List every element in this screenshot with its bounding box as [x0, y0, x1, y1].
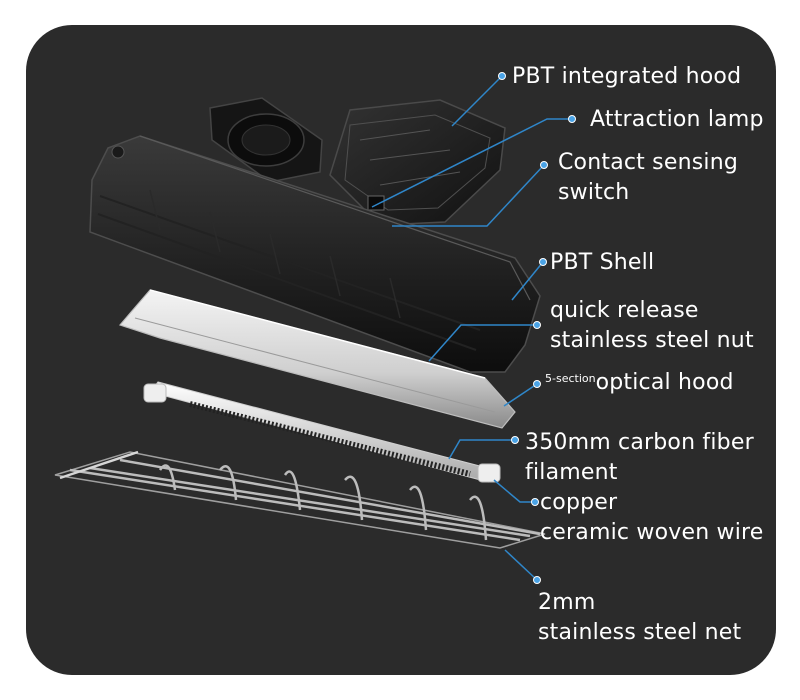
fan-hood-part — [209, 97, 323, 183]
label-copper-line1: copper — [540, 490, 618, 515]
leader-dots — [498, 72, 576, 584]
label-attraction-lamp: Attraction lamp — [590, 107, 764, 132]
label-optical-hood: 5-sectionoptical hood — [545, 368, 734, 398]
label-copper-line2: ceramic woven wire — [540, 520, 764, 545]
label-quick-release-line1: quick release — [550, 298, 699, 323]
label-contact-sensing-switch-line1: Contact sensing — [558, 150, 739, 175]
label-net-line1: 2mm — [538, 590, 596, 615]
label-optical-hood-prefix: 5-section — [545, 372, 596, 385]
leader-lines — [371, 75, 572, 581]
pbt-shell-part — [89, 135, 541, 373]
optical-hood-part — [118, 289, 516, 429]
label-optical-hood-main: optical hood — [595, 370, 734, 395]
label-pbt-shell: PBT Shell — [550, 250, 655, 275]
label-contact-sensing-switch-line2: switch — [558, 180, 630, 205]
carbon-fiber-tube-part — [143, 381, 501, 483]
label-pbt-integrated-hood: PBT integrated hood — [512, 64, 742, 89]
label-filament-line2: filament — [525, 460, 618, 485]
label-filament-line1: 350mm carbon fiber — [525, 430, 754, 455]
label-net-line2: stainless steel net — [538, 620, 742, 645]
label-quick-release-line2: stainless steel nut — [550, 328, 754, 353]
steel-net-part — [54, 450, 546, 549]
